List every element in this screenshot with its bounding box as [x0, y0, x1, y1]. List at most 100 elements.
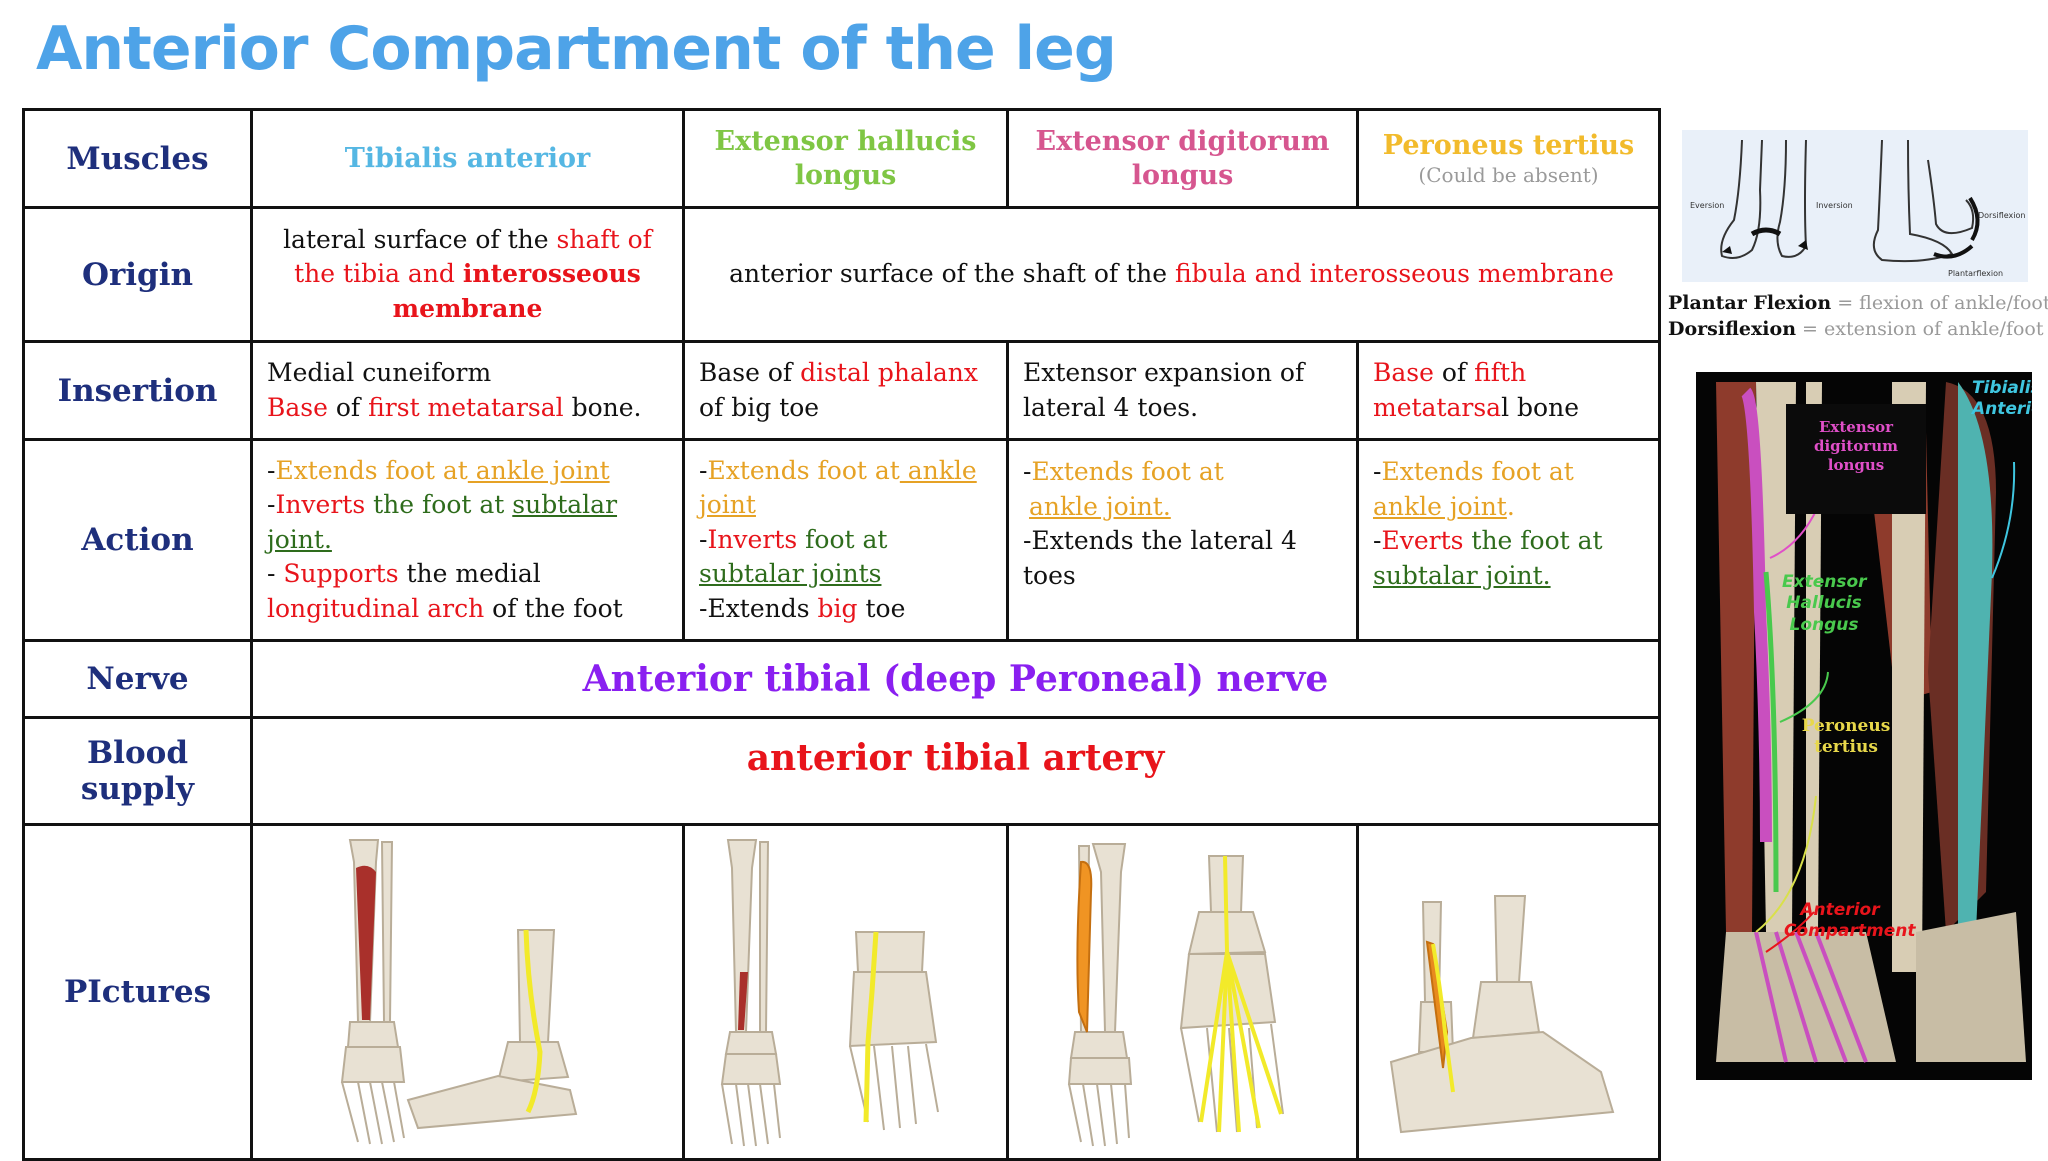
nerve-value: Anterior tibial (deep Peroneal) nerve: [250, 639, 1661, 719]
peroneus-tertius-image: [1389, 895, 1614, 1134]
col-head-tibialis-anterior: Tibialis anterior: [250, 108, 685, 209]
insertion-pt-of: of: [1433, 358, 1475, 387]
insertion-pt-bone: l bone: [1501, 392, 1579, 422]
origin-ta-text-d: interosseous membrane: [392, 259, 641, 323]
foot-movement-diagram: Eversion Inversion Dorsiflexion Plantarf…: [1682, 130, 2028, 282]
action-pt-line2: ankle joint.: [1373, 490, 1644, 525]
extensor-hallucis-longus-image: [720, 839, 939, 1147]
dorsiflexion-desc: = extension of ankle/foot: [1796, 318, 2044, 341]
page-title: Anterior Compartment of the leg: [36, 14, 1117, 84]
action-ehl-line2: -Inverts foot at: [699, 523, 992, 558]
header-row: Muscles Tibialis anterior Extensor hallu…: [22, 108, 1661, 209]
picture-tibialis-anterior: [250, 823, 685, 1161]
row-head-muscles: Muscles: [22, 108, 253, 209]
diagram-label-eversion: Eversion: [1690, 201, 1724, 210]
diagram-label-plantarflexion: Plantarflexion: [1948, 269, 2003, 278]
row-head-origin: Origin: [22, 206, 253, 343]
peroneus-tertius-name: Peroneus tertius: [1382, 130, 1635, 162]
peroneus-tertius-note: (Could be absent): [1418, 162, 1599, 187]
action-edl-extends: Extends foot at: [1031, 457, 1224, 486]
insertion-tibialis-anterior: Medial cuneiform Base of first metatarsa…: [250, 340, 685, 441]
action-pt-line3: -Everts the foot at: [1373, 524, 1644, 559]
diagram-label-dorsiflexion: Dorsiflexion: [1978, 211, 2025, 220]
picture-ehl: [682, 823, 1009, 1161]
insertion-edl: Extensor expansion of lateral 4 toes.: [1006, 340, 1359, 441]
insertion-pt-metatarsa: metatarsa: [1373, 392, 1502, 422]
blood-row: Blood supply anterior tibial artery: [22, 716, 1661, 826]
insertion-ehl: Base of distal phalanx of big toe: [682, 340, 1009, 441]
action-ta-supports: Supports: [283, 559, 399, 589]
insertion-pt-fifth: fifth: [1474, 358, 1527, 387]
plantar-flexion-def: Plantar Flexion = flexion of ankle/foot: [1668, 290, 2048, 316]
col-head-peroneus-tertius: Peroneus tertius (Could be absent): [1356, 108, 1661, 209]
origin-ta-text-c: and: [399, 259, 463, 289]
action-ehl-extends-big: -Extends: [699, 593, 818, 623]
action-ehl-toe: toe: [857, 593, 906, 623]
action-pt-dash1: -: [1373, 457, 1382, 486]
action-ta-of-foot: of the foot: [484, 593, 623, 623]
insertion-pt-base: Base: [1373, 358, 1434, 387]
action-ta-dash3: -: [267, 559, 284, 589]
action-ta-line1: -Extends foot at ankle joint: [267, 454, 668, 489]
picture-edl: [1006, 823, 1359, 1161]
foot-movement-illustration: Eversion Inversion Dorsiflexion Plantarf…: [1690, 139, 2025, 278]
action-ta-line3: - Supports the medial longitudinal arch …: [267, 557, 668, 626]
label-anterior-compartment: Anterior Compartment: [1784, 900, 1916, 942]
origin-others-text-a: anterior surface of the shaft of the: [729, 259, 1175, 289]
anatomy-illustration: [1716, 382, 2026, 1063]
row-head-blood-supply: Blood supply: [22, 716, 253, 826]
action-pt-subtalar: subtalar joint.: [1373, 560, 1551, 590]
origin-tibialis-anterior: lateral surface of the shaft of the tibi…: [250, 206, 685, 343]
action-ehl-big: big: [817, 593, 858, 623]
plantar-flexion-desc: = flexion of ankle/foot: [1831, 292, 2048, 314]
dorsiflexion-label: Dorsiflexion: [1668, 318, 1797, 341]
insertion-ehl-line1: Base of distal phalanx: [699, 356, 992, 391]
insertion-ta-base: Base: [267, 392, 328, 422]
action-ehl-subtalar: subtalar joints: [699, 559, 882, 589]
action-tibialis-anterior: -Extends foot at ankle joint -Inverts th…: [250, 438, 685, 642]
muscle-table: Muscles Tibialis anterior Extensor hallu…: [22, 108, 1661, 1161]
action-ta-extends: Extends foot at: [275, 455, 468, 485]
insertion-edl-line2: lateral 4 toes.: [1023, 392, 1199, 422]
insertion-ehl-base: Base of: [699, 358, 801, 387]
label-extensor-hallucis: Extensor Hallucis Longus: [1782, 572, 1867, 635]
diagram-label-inversion: Inversion: [1816, 201, 1853, 210]
extensor-digitorum-longus-image: [1067, 843, 1284, 1147]
origin-ta-text-b: shaft of the tibia: [294, 224, 652, 289]
action-pt-everts: Everts: [1381, 526, 1464, 555]
action-ta-inverts: Inverts: [275, 490, 366, 520]
action-ehl-extends: Extends foot at: [707, 455, 900, 485]
label-tibialis-anterior: Tibialis Anterior: [1972, 378, 2032, 420]
action-pt-line1: -Extends foot at: [1373, 455, 1644, 490]
action-ehl-ankle-joint: ankle joint: [699, 455, 977, 520]
origin-other-muscles: anterior surface of the shaft of the fib…: [682, 206, 1661, 343]
row-head-nerve: Nerve: [22, 639, 253, 719]
col-head-extensor-digitorum-longus: Extensor digitorum longus: [1006, 108, 1359, 209]
action-pt-foot-at: the foot at: [1463, 526, 1603, 555]
insertion-row: Insertion Medial cuneiform Base of first…: [22, 340, 1661, 441]
insertion-ta-of: of: [327, 392, 369, 422]
origin-others-text-b: fibula and interosseous membrane: [1175, 259, 1614, 289]
plantar-flexion-label: Plantar Flexion: [1668, 292, 1832, 314]
insertion-ta-line2: Base of first metatarsal bone.: [267, 391, 668, 426]
action-row: Action -Extends foot at ankle joint -Inv…: [22, 438, 1661, 642]
action-ta-arch: longitudinal arch: [267, 593, 485, 623]
action-ta-ankle-joint: ankle joint: [467, 455, 610, 485]
action-edl-line1: -Extends foot at: [1023, 455, 1342, 490]
action-ehl-line1: -Extends foot at ankle joint: [699, 454, 992, 523]
action-pt-extends: Extends foot at: [1381, 457, 1574, 486]
action-ehl-inverts: Inverts: [707, 524, 798, 554]
col-head-extensor-hallucis-longus: Extensor hallucis longus: [682, 108, 1009, 209]
insertion-ta-first-metatarsal: first metatarsal: [368, 392, 564, 422]
row-head-insertion: Insertion: [22, 340, 253, 441]
action-ta-line2: -Inverts the foot at subtalar joint.: [267, 488, 668, 557]
row-head-action: Action: [22, 438, 253, 642]
insertion-ehl-line2: of big toe: [699, 392, 820, 422]
action-edl: -Extends foot at ankle joint. -Extends t…: [1006, 438, 1359, 642]
origin-row: Origin lateral surface of the shaft of t…: [22, 206, 1661, 343]
action-pt-ankle-joint: ankle joint: [1373, 491, 1507, 521]
anterior-compartment-anatomy: Extensor digitorum longus Tibialis Anter…: [1696, 372, 2032, 1080]
action-pt-period: .: [1506, 491, 1515, 521]
action-ehl: -Extends foot at ankle joint -Inverts fo…: [682, 438, 1009, 642]
insertion-ta-line1: Medial cuneiform: [267, 358, 492, 387]
